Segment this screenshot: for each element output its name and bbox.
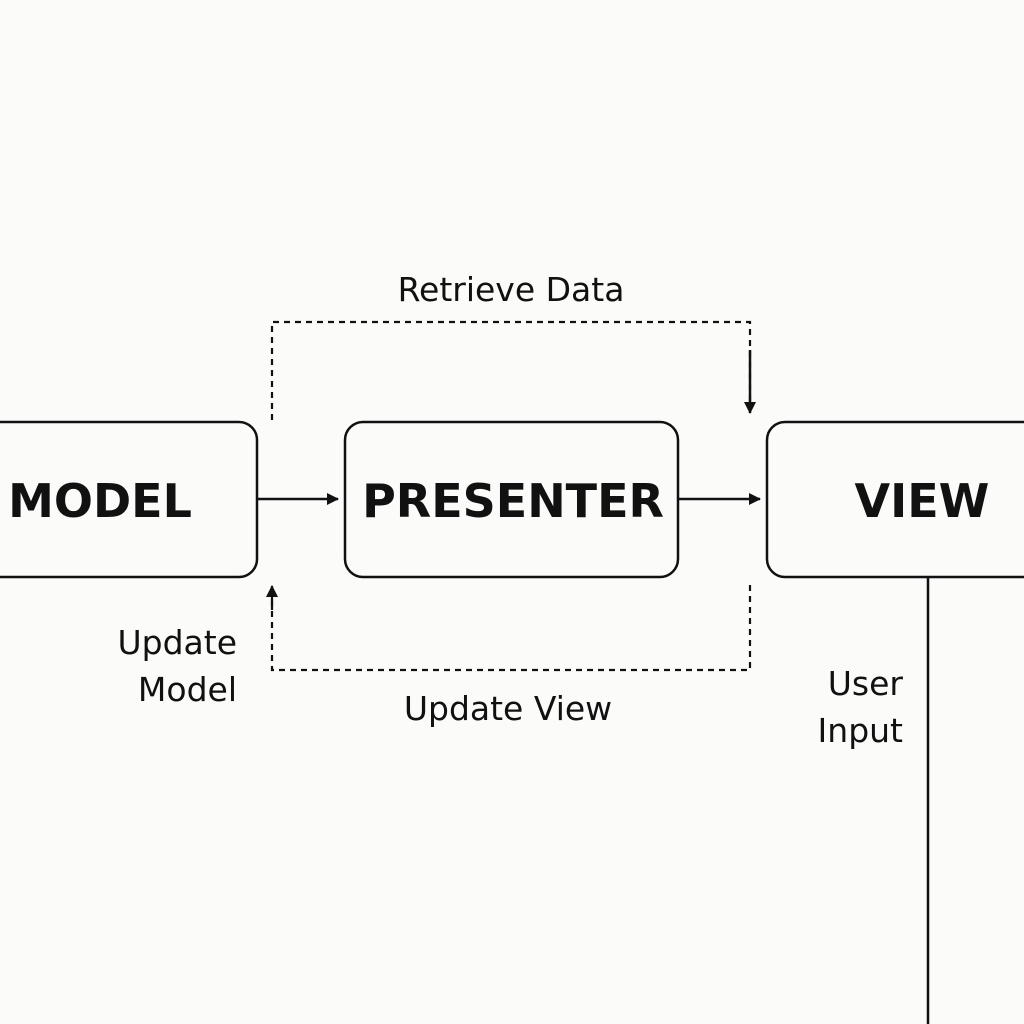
update-view-label: Update View <box>404 689 612 728</box>
presenter-label: PRESENTER <box>362 474 664 528</box>
user-input-label-line2: Input <box>818 711 904 750</box>
user-input-label-line1: User <box>828 664 904 703</box>
update-model-label-line1: Update <box>117 623 237 662</box>
presenter-box <box>343 420 680 579</box>
view-box <box>765 420 1024 579</box>
model-label: MODEL <box>8 474 192 528</box>
model-box <box>0 420 259 579</box>
retrieve-data-label: Retrieve Data <box>398 270 625 309</box>
update-path <box>270 585 752 672</box>
retrieve-data-path <box>270 320 752 420</box>
view-label: VIEW <box>855 474 990 528</box>
update-model-label-line2: Model <box>138 670 237 709</box>
